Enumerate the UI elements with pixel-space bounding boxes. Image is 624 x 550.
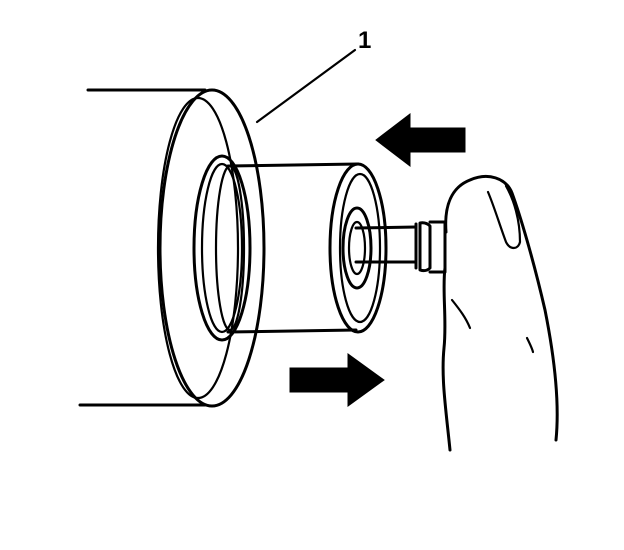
callout-leader — [255, 48, 357, 124]
arrow-left-icon — [375, 112, 466, 168]
flange — [156, 88, 266, 408]
sleeve-cylinder — [214, 162, 360, 334]
shaft-body — [78, 88, 207, 407]
pin — [354, 220, 447, 274]
hub-base — [192, 154, 252, 342]
arrow-right-icon — [289, 353, 385, 407]
finger — [441, 175, 559, 452]
bearing — [328, 162, 388, 334]
callout-label: 1 — [358, 27, 371, 54]
